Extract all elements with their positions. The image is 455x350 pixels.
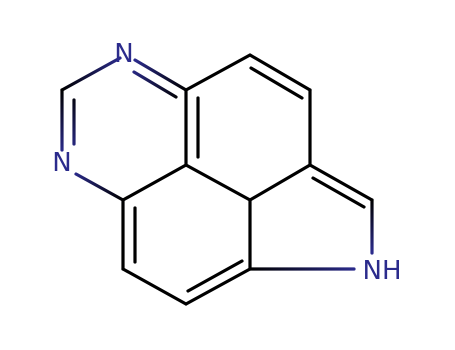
bond-c10-c11-inner — [249, 66, 304, 100]
bond-c10-c11-double — [248, 53, 312, 92]
atom-label-n2: N — [52, 148, 71, 178]
bond-c6-c5-inner — [186, 259, 244, 293]
bond-n1-c8 — [60, 56, 122, 92]
bond-c13-c6 — [121, 267, 188, 306]
bond-c3-c4-inner — [311, 176, 366, 209]
bond-c3-c4-double — [308, 163, 374, 202]
bond-c6-c5 — [184, 267, 252, 306]
bond-c9-c10 — [184, 53, 252, 92]
bond-c1-c12 — [121, 163, 188, 202]
bond-c3-c2 — [248, 163, 312, 202]
bond-c9-n1-inner — [132, 70, 178, 99]
bond-c9-n1 — [133, 58, 188, 92]
atom-label-n1: N — [114, 39, 133, 69]
atom-label-nh: NH — [363, 256, 402, 286]
bond-c2-c1 — [184, 163, 252, 202]
bond-n2-c12 — [74, 172, 125, 202]
